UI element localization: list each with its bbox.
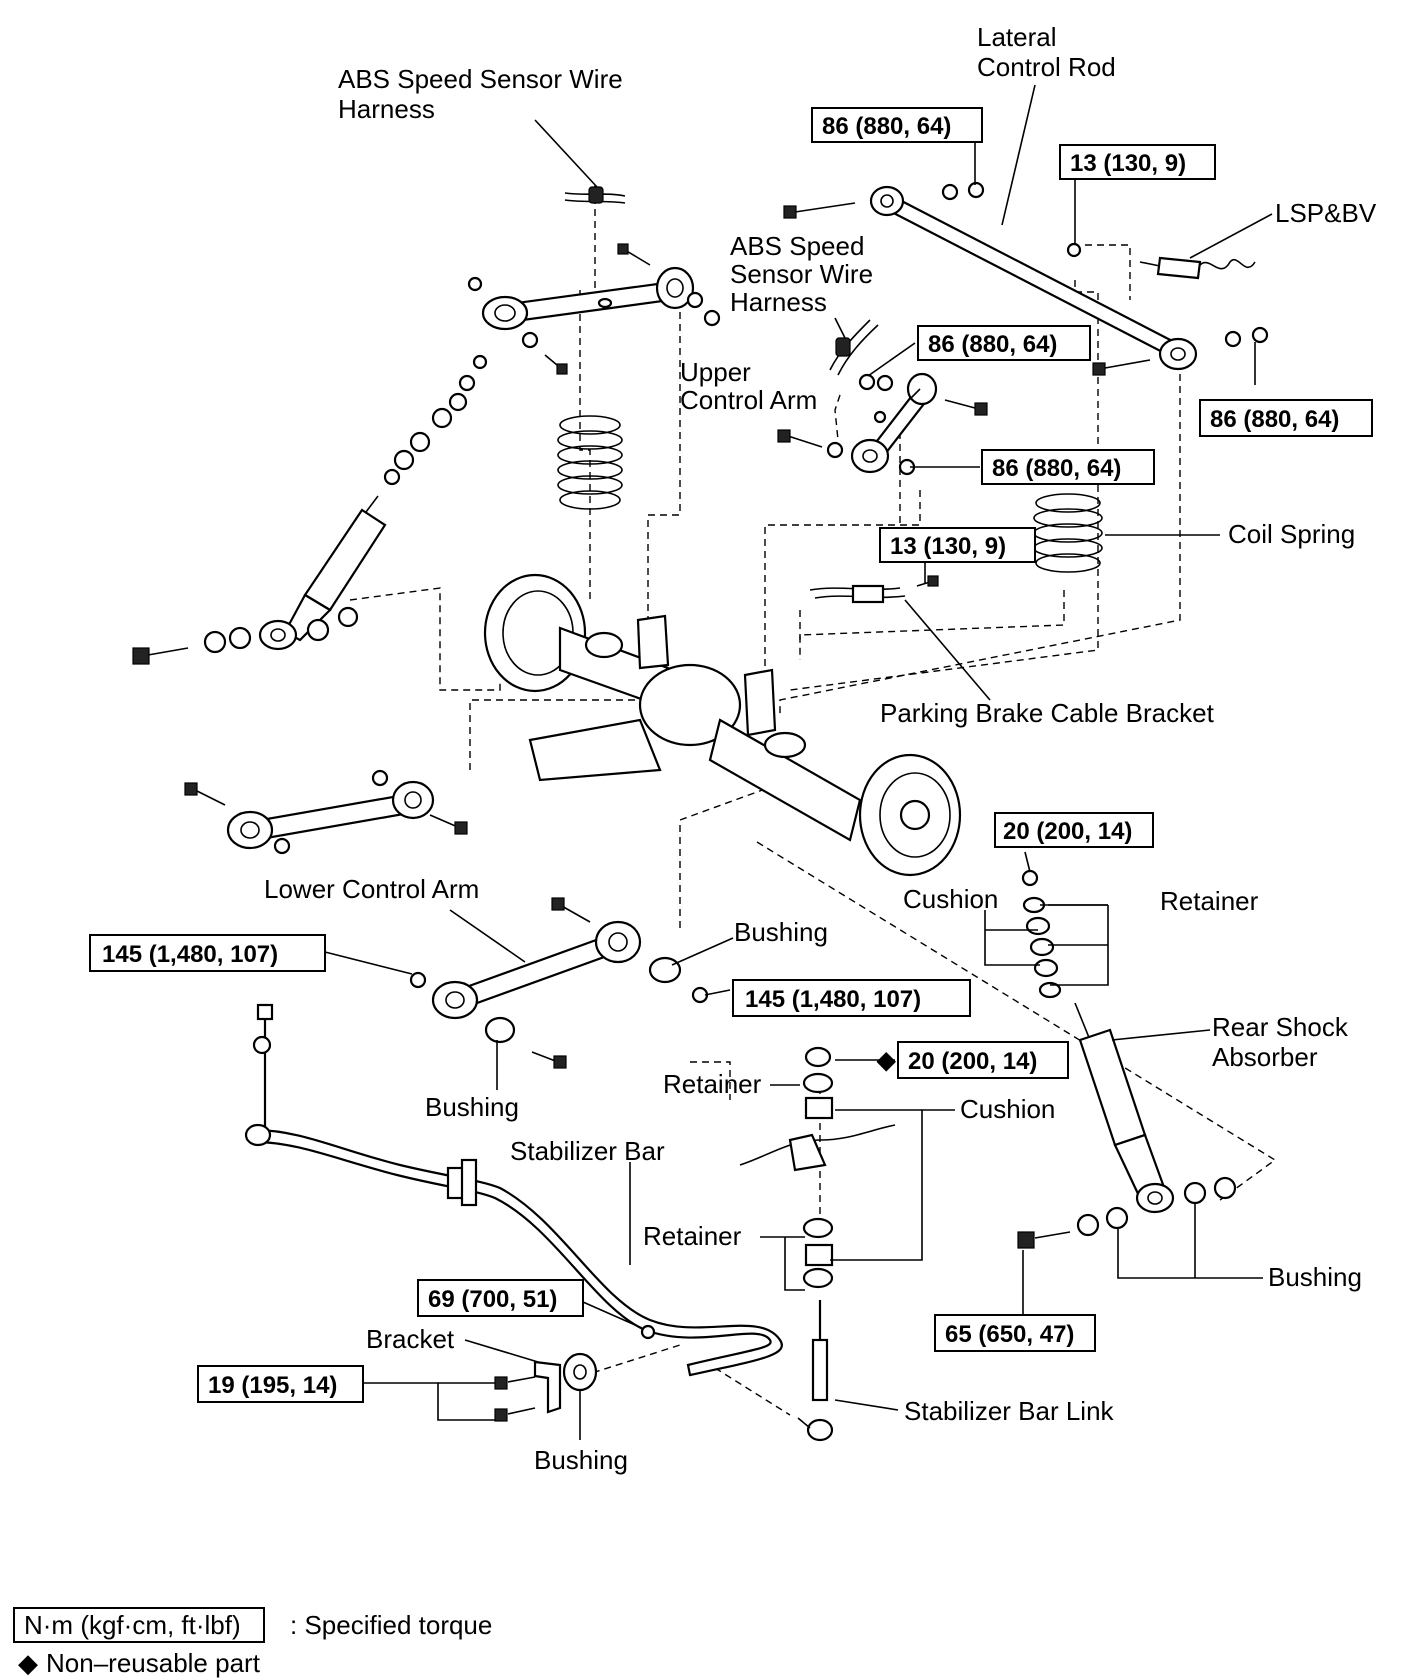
label-lower-arm: Lower Control Arm	[264, 874, 479, 904]
label-abs-harness-mid-line3: Harness	[730, 287, 827, 317]
nonreusable-diamond: ◆	[876, 1047, 896, 1074]
torque-lsp: 13 (130, 9)	[1059, 144, 1216, 180]
lower-control-arm-exploded	[409, 897, 709, 1069]
label-parking-brake: Parking Brake Cable Bracket	[880, 698, 1215, 728]
abs-speed-sensor-harness-left	[534, 119, 626, 204]
upper-arm-nuts	[467, 276, 721, 375]
torque-link-top: ◆ 20 (200, 14)	[876, 1041, 1069, 1079]
torque-upper-arm-bottom: 86 (880, 64)	[981, 449, 1155, 485]
torque-lower-arm-right: 145 (1,480, 107)	[732, 979, 971, 1017]
label-lsp-bv: LSP&BV	[1275, 198, 1377, 228]
parking-brake-cable-bracket	[809, 575, 939, 604]
abs-speed-sensor-harness-right	[829, 317, 879, 376]
svg-text:13 (130, 9): 13 (130, 9)	[890, 533, 1006, 560]
label-bushing-shock: Bushing	[1268, 1262, 1362, 1292]
svg-text:86 (880, 64): 86 (880, 64)	[1210, 406, 1339, 433]
stabilizer-bar-link	[739, 1046, 896, 1442]
label-abs-harness-top-line2: Harness	[338, 94, 435, 124]
torque-lateral-right: 86 (880, 64)	[1199, 399, 1373, 437]
rear-axle-housing	[483, 573, 962, 877]
svg-text:65 (650, 47): 65 (650, 47)	[945, 1321, 1074, 1348]
label-abs-harness-mid-line1: ABS Speed	[730, 231, 864, 261]
svg-text:20 (200, 14): 20 (200, 14)	[1003, 818, 1132, 845]
torque-lower-arm-left: 145 (1,480, 107)	[89, 934, 326, 972]
legend-unit-text: : Specified torque	[290, 1610, 492, 1640]
label-abs-harness-top-line1: ABS Speed Sensor Wire	[338, 64, 623, 94]
torque-lateral-left: 86 (880, 64)	[811, 107, 983, 143]
label-upper-arm-line2: Control Arm	[680, 385, 817, 415]
label-bushing-top: Bushing	[734, 917, 828, 947]
svg-text:86 (880, 64): 86 (880, 64)	[822, 113, 951, 140]
label-bushing-bottom: Bushing	[534, 1445, 628, 1475]
svg-text:86 (880, 64): 86 (880, 64)	[992, 455, 1121, 482]
label-cushion-right: Cushion	[903, 884, 998, 914]
torque-shock-top: 20 (200, 14)	[994, 812, 1154, 848]
stabilizer-bar	[244, 1003, 783, 1377]
upper-control-arm-right	[777, 372, 988, 476]
lsp-bv-valve	[1139, 256, 1256, 280]
label-retainer-right: Retainer	[1160, 886, 1259, 916]
upper-arm-bolt	[617, 243, 651, 266]
torque-shock-bottom: 65 (650, 47)	[934, 1314, 1096, 1352]
svg-text:19 (195, 14): 19 (195, 14)	[208, 1372, 337, 1399]
assembly-guide-lines	[349, 185, 1277, 1416]
label-rear-shock-line2: Absorber	[1212, 1042, 1318, 1072]
legend-unit-box: N·m (kgf·cm, ft·lbf)	[24, 1610, 241, 1640]
lower-control-arm-left	[184, 769, 468, 855]
legend-diamond: ◆	[18, 1648, 38, 1678]
label-rear-shock-line1: Rear Shock	[1212, 1012, 1349, 1042]
torque-parking-bracket: 13 (130, 9)	[879, 527, 1036, 563]
label-coil-spring: Coil Spring	[1228, 519, 1355, 549]
torque-specs: 86 (880, 64) 13 (130, 9) 86 (880, 64) 86…	[89, 107, 1373, 1403]
svg-text:86 (880, 64): 86 (880, 64)	[928, 331, 1057, 358]
lateral-control-rod	[783, 181, 1269, 376]
svg-text:145 (1,480, 107): 145 (1,480, 107)	[745, 986, 921, 1013]
label-lateral-rod-line2: Control Rod	[977, 52, 1116, 82]
leader-lines	[324, 84, 1273, 1440]
label-bracket: Bracket	[366, 1324, 455, 1354]
label-cushion-mid: Cushion	[960, 1094, 1055, 1124]
label-upper-arm-line1: Upper	[680, 357, 751, 387]
label-stabilizer-link: Stabilizer Bar Link	[904, 1396, 1115, 1426]
shock-absorber-left	[132, 354, 488, 665]
svg-text:20 (200, 14): 20 (200, 14)	[908, 1048, 1037, 1075]
label-lateral-rod-line1: Lateral	[977, 22, 1057, 52]
torque-stab-bracket-nut: 69 (700, 51)	[417, 1279, 584, 1317]
coil-spring-left	[557, 415, 623, 510]
label-bushing-lower-arm: Bushing	[425, 1092, 519, 1122]
label-retainer-mid1: Retainer	[663, 1069, 762, 1099]
torque-upper-arm-top: 86 (880, 64)	[917, 325, 1091, 361]
stabilizer-bracket	[494, 1324, 656, 1422]
label-stabilizer-bar: Stabilizer Bar	[510, 1136, 665, 1166]
coil-spring-right	[1033, 493, 1103, 573]
label-abs-harness-mid-line2: Sensor Wire	[730, 259, 873, 289]
part-labels: ABS Speed Sensor Wire Harness Lateral Co…	[264, 22, 1377, 1475]
upper-control-arm-left	[467, 243, 721, 375]
legend: N·m (kgf·cm, ft·lbf) : Specified torque …	[13, 1607, 492, 1678]
svg-text:69 (700, 51): 69 (700, 51)	[428, 1286, 557, 1313]
svg-text:13 (130, 9): 13 (130, 9)	[1070, 150, 1186, 177]
torque-bracket-bolts: 19 (195, 14)	[197, 1365, 364, 1403]
svg-text:145 (1,480, 107): 145 (1,480, 107)	[102, 941, 278, 968]
legend-nonreusable-text: Non–reusable part	[46, 1648, 261, 1678]
label-retainer-mid2: Retainer	[643, 1221, 742, 1251]
